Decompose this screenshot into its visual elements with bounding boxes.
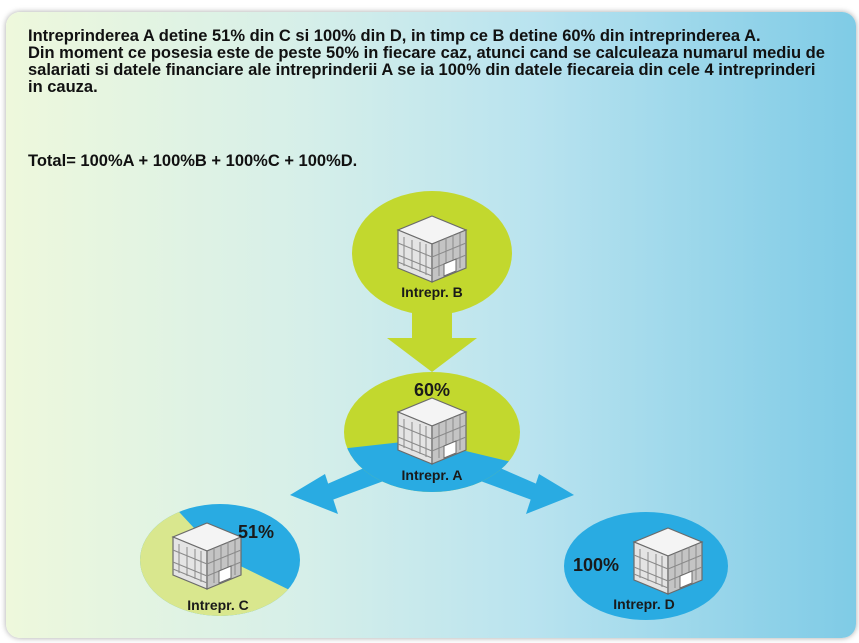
node-b-label: Intrepr. B	[401, 284, 462, 300]
node-c: 51% Intrepr. C	[140, 504, 300, 616]
node-c-percent: 51%	[238, 522, 274, 542]
node-d-label: Intrepr. D	[613, 596, 674, 612]
node-b: Intrepr. B	[352, 191, 512, 315]
building-icon	[172, 522, 242, 590]
node-a-percent: 60%	[414, 380, 450, 400]
intro-line-1: Intreprinderea A detine 51% din C si 100…	[28, 27, 761, 45]
building-icon	[397, 215, 467, 283]
intro-text: Intreprinderea A detine 51% din C si 100…	[28, 28, 828, 96]
arrow-b-to-a	[387, 300, 477, 372]
node-d: 100% Intrepr. D	[564, 512, 728, 620]
intro-line-2: Din moment ce posesia este de peste 50% …	[28, 44, 825, 96]
building-icon	[397, 397, 467, 465]
node-d-percent: 100%	[573, 555, 619, 575]
building-icon	[633, 527, 703, 595]
node-c-label: Intrepr. C	[187, 597, 248, 613]
node-a-label: Intrepr. A	[402, 467, 463, 483]
total-formula: Total= 100%A + 100%B + 100%C + 100%D.	[28, 152, 358, 170]
